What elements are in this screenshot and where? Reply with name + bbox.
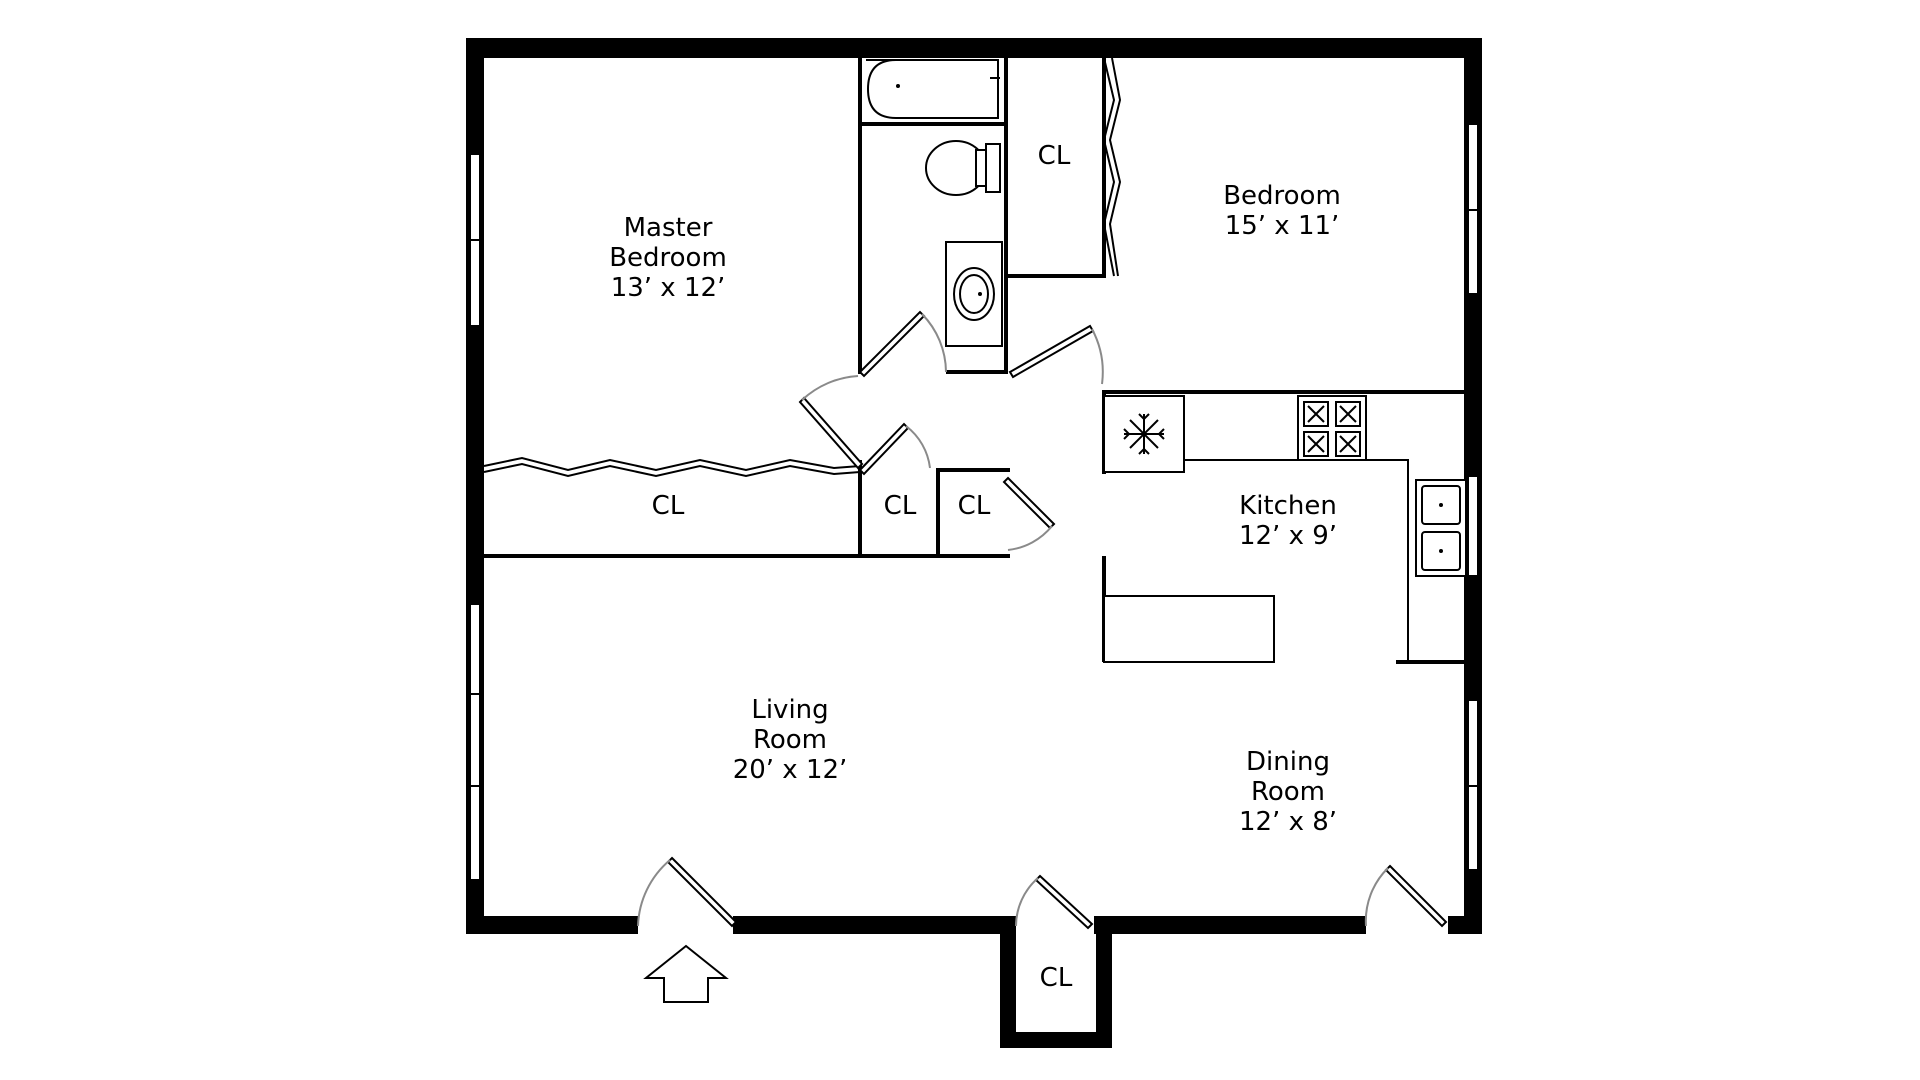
- south-wall-east: [1094, 916, 1366, 934]
- window-kitchen: [1467, 475, 1479, 577]
- south-wall-west: [466, 916, 638, 934]
- entry-closet-label: CL: [1040, 963, 1073, 993]
- window-master-bedroom: [469, 153, 481, 327]
- entry-closet-door: [1015, 874, 1094, 930]
- master-closet-bifold-door: [483, 456, 861, 478]
- bedroom-name: Bedroom: [1223, 181, 1341, 211]
- kitchen-label: Kitchen 12’ x 9’: [1239, 491, 1337, 551]
- window-dining-room: [1467, 699, 1479, 871]
- living-room-label: Living Room 20’ x 12’: [733, 695, 848, 785]
- dining-room-name-line2: Room: [1251, 777, 1325, 807]
- hall-closet-2-door: [1002, 476, 1056, 551]
- bedroom-door: [1008, 324, 1104, 385]
- kitchen-name: Kitchen: [1239, 491, 1337, 521]
- bathtub-icon: [866, 59, 1000, 119]
- entry-arrow-icon: [643, 944, 729, 1003]
- hall-closet-2-label: CL: [958, 491, 991, 521]
- bedroom-size: 15’ x 11’: [1225, 211, 1340, 241]
- dining-room-door: [1364, 864, 1448, 928]
- master-bedroom-name-line2: Bedroom: [609, 243, 727, 273]
- entry-closet-wall-west: [1000, 916, 1016, 1048]
- south-wall-middle: [733, 916, 1011, 934]
- master-bedroom-door: [798, 375, 864, 470]
- entry-closet-wall-east: [1096, 916, 1112, 1048]
- living-room-name-line2: Room: [753, 725, 827, 755]
- master-bedroom-name-line1: Master: [624, 213, 713, 243]
- window-bedroom: [1467, 123, 1479, 295]
- living-room-name-line1: Living: [751, 695, 828, 725]
- south-wall-corner: [1448, 916, 1482, 934]
- kitchen-size: 12’ x 9’: [1239, 521, 1337, 551]
- master-bedroom-size: 13’ x 12’: [611, 273, 726, 303]
- hall-closet-1-door: [858, 422, 931, 476]
- bath-door: [858, 310, 947, 378]
- north-wall: [466, 38, 1482, 58]
- bedroom-closet-bifold-door: [1102, 57, 1122, 277]
- living-room-size: 20’ x 12’: [733, 755, 848, 785]
- interior-walls: [482, 54, 1468, 664]
- dining-room-label: Dining Room 12’ x 8’: [1239, 747, 1337, 837]
- bathroom-sink-icon: [945, 241, 1003, 347]
- kitchen-sink-icon: [1415, 479, 1467, 577]
- master-closet-label: CL: [652, 491, 685, 521]
- kitchen-counters: [1103, 459, 1409, 663]
- bedroom-label: Bedroom 15’ x 11’: [1223, 181, 1341, 241]
- kitchen-island: [1103, 595, 1275, 663]
- bedroom-closet-label: CL: [1038, 141, 1071, 171]
- front-door: [637, 856, 738, 928]
- refrigerator-icon: [1103, 395, 1185, 473]
- dining-room-name-line1: Dining: [1246, 747, 1330, 777]
- window-living-room: [469, 603, 481, 881]
- windows: [469, 123, 1479, 881]
- hall-closet-1-label: CL: [884, 491, 917, 521]
- entry-closet-wall-south: [1000, 1032, 1112, 1048]
- master-bedroom-label: Master Bedroom 13’ x 12’: [609, 213, 727, 303]
- toilet-icon: [925, 140, 1001, 196]
- dining-room-size: 12’ x 8’: [1239, 807, 1337, 837]
- stove-icon: [1297, 395, 1367, 461]
